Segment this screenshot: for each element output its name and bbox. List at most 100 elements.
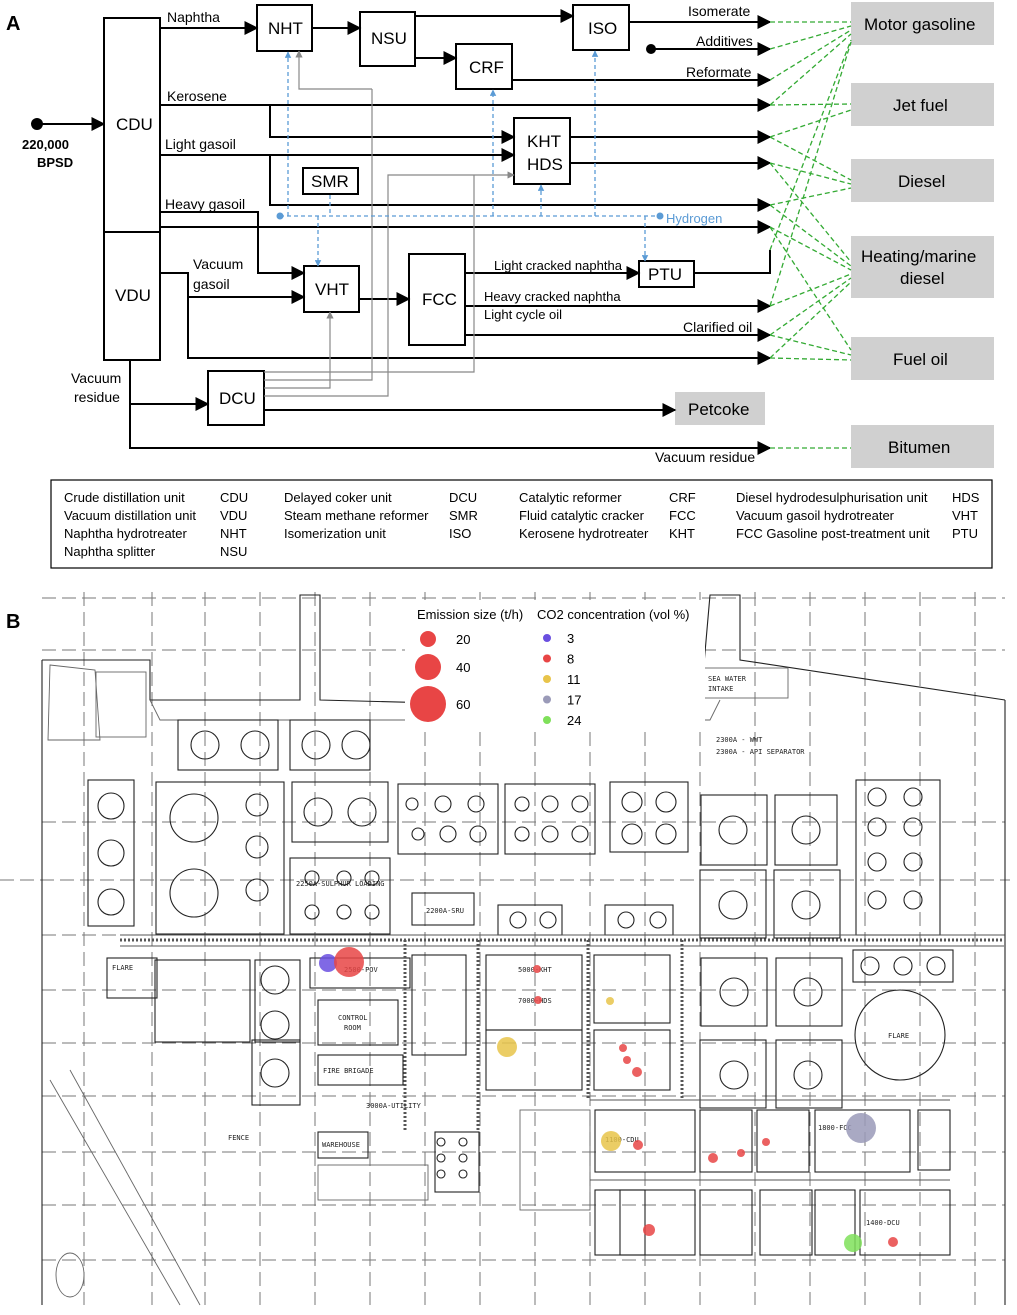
size-legend-bubble	[420, 631, 436, 647]
size-legend-bubble	[415, 654, 441, 680]
stream-heavy-gasoil: Heavy gasoil	[165, 196, 245, 212]
tank	[304, 904, 320, 920]
kht-label: KHT	[527, 132, 561, 151]
conc-legend-dot	[543, 675, 551, 683]
tank	[903, 852, 923, 872]
product-fuel-oil-label: Fuel oil	[893, 350, 948, 369]
legend-entry: FCC	[669, 508, 696, 523]
map-intake: INTAKE	[708, 685, 733, 693]
map-fence: FENCE	[228, 1134, 249, 1142]
emission-bubble	[844, 1234, 862, 1252]
crf-box	[455, 43, 513, 90]
tank	[718, 890, 748, 920]
tank	[621, 791, 643, 813]
vdu-box	[103, 231, 161, 361]
map-sru: 2200A-SRU	[426, 907, 464, 915]
stream-clarified-oil: Clarified oil	[683, 319, 752, 335]
conc-legend-value: 8	[567, 652, 574, 667]
legend-entry: Naphtha splitter	[64, 544, 156, 559]
nsu-label: NSU	[371, 29, 407, 48]
map-api: 2300A - API SEPARATOR	[716, 748, 805, 756]
tank	[439, 825, 457, 843]
grey-light-ends	[264, 50, 515, 397]
conc-legend-title: CO2 concentration (vol %)	[537, 607, 689, 622]
tank	[436, 1137, 446, 1147]
crf-label: CRF	[469, 58, 504, 77]
emission-bubble	[533, 965, 541, 973]
tank	[97, 839, 125, 867]
tank	[718, 815, 748, 845]
tank	[97, 888, 125, 916]
legend-entry: Kerosene hydrotreater	[519, 526, 649, 541]
ptu-label: PTU	[648, 265, 682, 284]
tank	[97, 792, 125, 820]
size-legend-title: Emission size (t/h)	[417, 607, 523, 622]
tank	[303, 797, 333, 827]
conc-legend-value: 11	[567, 672, 581, 687]
tank	[617, 911, 635, 929]
stream-light-gasoil: Light gasoil	[165, 136, 236, 152]
conc-legend-dot	[543, 695, 551, 704]
iso-box	[572, 4, 630, 51]
product-jet-fuel	[851, 83, 994, 126]
tank	[903, 787, 923, 807]
conc-legend-dot	[543, 716, 551, 724]
legend-entry: Isomerization unit	[284, 526, 386, 541]
legend-entry: PTU	[952, 526, 978, 541]
legend-entry: CRF	[669, 490, 696, 505]
tank	[347, 797, 377, 827]
emission-bubble	[619, 1044, 627, 1052]
tank	[467, 795, 485, 813]
product-bitumen	[851, 425, 994, 468]
size-legend-bubble	[410, 686, 446, 722]
emission-bubble	[334, 947, 364, 977]
legend-entry: VHT	[952, 508, 978, 523]
legend-entry: SMR	[449, 508, 478, 523]
tank	[509, 911, 527, 929]
tank	[514, 796, 530, 812]
legend-entry: Steam methane reformer	[284, 508, 429, 523]
emission-bubble	[846, 1113, 876, 1143]
emission-bubble	[632, 1067, 642, 1077]
tank	[867, 852, 887, 872]
tank	[260, 1010, 290, 1040]
map-blocks	[87, 719, 1004, 1256]
legend-entry: NSU	[220, 544, 247, 559]
legend-entry: HDS	[952, 490, 980, 505]
emission-bubble	[888, 1237, 898, 1247]
stream-light-cycle-oil: Light cycle oil	[484, 307, 562, 322]
tank	[791, 815, 821, 845]
stream-isomerate: Isomerate	[688, 3, 750, 19]
tank	[719, 1060, 749, 1090]
tank	[190, 730, 220, 760]
map-flare-2: FLARE	[888, 1032, 909, 1040]
tank	[364, 870, 380, 886]
product-bitumen-label: Bitumen	[888, 438, 950, 457]
stream-vacuum: Vacuum	[193, 256, 243, 272]
stream-hydrogen: Hydrogen	[666, 211, 722, 226]
cdu-box	[103, 17, 161, 233]
cdu-label: CDU	[116, 115, 153, 134]
hds-label: HDS	[527, 155, 563, 174]
dcu-box	[207, 370, 265, 426]
emission-bubble	[633, 1140, 643, 1150]
product-petcoke-label: Petcoke	[688, 400, 749, 419]
stream-labels: Naphtha Kerosene Light gasoil Heavy gaso…	[71, 3, 755, 465]
conc-legend-dot	[543, 654, 551, 663]
emission-bubble	[623, 1056, 631, 1064]
panel-b-label: B	[6, 611, 20, 633]
tank	[260, 965, 290, 995]
smr-label: SMR	[311, 172, 349, 191]
tank	[571, 795, 589, 813]
feed-rate: 220,000	[22, 137, 69, 152]
vdu-label: VDU	[115, 286, 151, 305]
map-warehouse: WAREHOUSE	[322, 1141, 360, 1149]
tank	[336, 904, 352, 920]
conc-legend-value: 24	[567, 713, 581, 728]
tank	[926, 956, 946, 976]
legend-entry: Delayed coker unit	[284, 490, 392, 505]
panel-a-label: A	[6, 13, 20, 35]
tank	[341, 730, 371, 760]
